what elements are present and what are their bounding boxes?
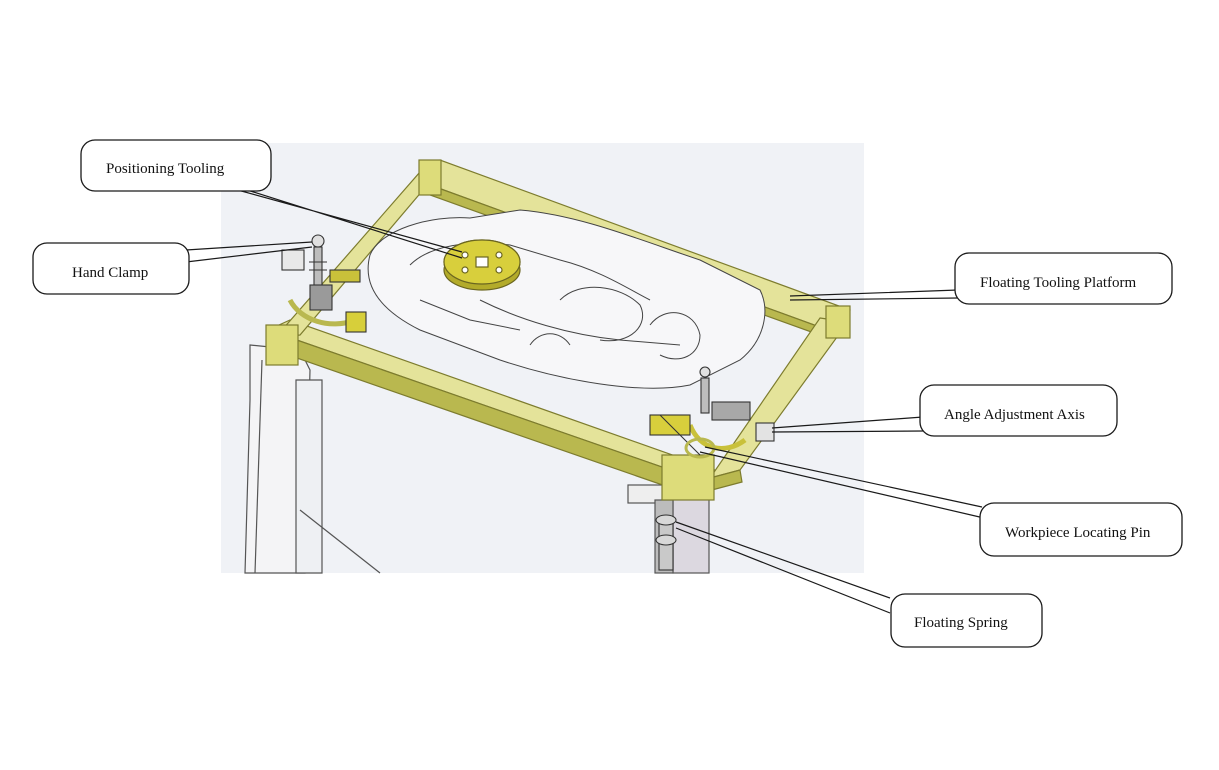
leader-lines bbox=[185, 188, 985, 614]
callout-angle-adjustment-axis: Angle Adjustment Axis bbox=[919, 384, 1118, 437]
callout-hand-clamp: Hand Clamp bbox=[32, 242, 190, 295]
leader-floating-spring bbox=[675, 521, 891, 614]
hand-clamp-part bbox=[281, 234, 367, 333]
leader-angle-adjustment-axis bbox=[771, 416, 924, 433]
callout-positioning-tooling-text: Positioning Tooling bbox=[106, 161, 225, 177]
leader-workpiece-locating-pin bbox=[699, 446, 985, 519]
leader-floating-tooling-platform bbox=[789, 289, 959, 301]
callout-workpiece-locating-pin: Workpiece Locating Pin bbox=[979, 502, 1183, 557]
positioning-tooling-part bbox=[443, 239, 521, 291]
callout-floating-tooling-platform-text: Floating Tooling Platform bbox=[980, 275, 1137, 291]
leader-hand-clamp bbox=[185, 241, 313, 263]
right-clamp-assembly bbox=[649, 366, 775, 571]
leader-positioning-tooling bbox=[233, 188, 463, 259]
callout-floating-spring: Floating Spring bbox=[890, 593, 1043, 648]
callout-positioning-tooling: Positioning Tooling bbox=[80, 139, 272, 192]
callout-workpiece-locating-pin-text: Workpiece Locating Pin bbox=[1005, 525, 1151, 541]
callout-floating-tooling-platform: Floating Tooling Platform bbox=[954, 252, 1173, 305]
callout-angle-adjustment-axis-text: Angle Adjustment Axis bbox=[944, 407, 1085, 423]
callout-floating-spring-text: Floating Spring bbox=[914, 615, 1008, 631]
callout-hand-clamp-text: Hand Clamp bbox=[72, 265, 148, 281]
